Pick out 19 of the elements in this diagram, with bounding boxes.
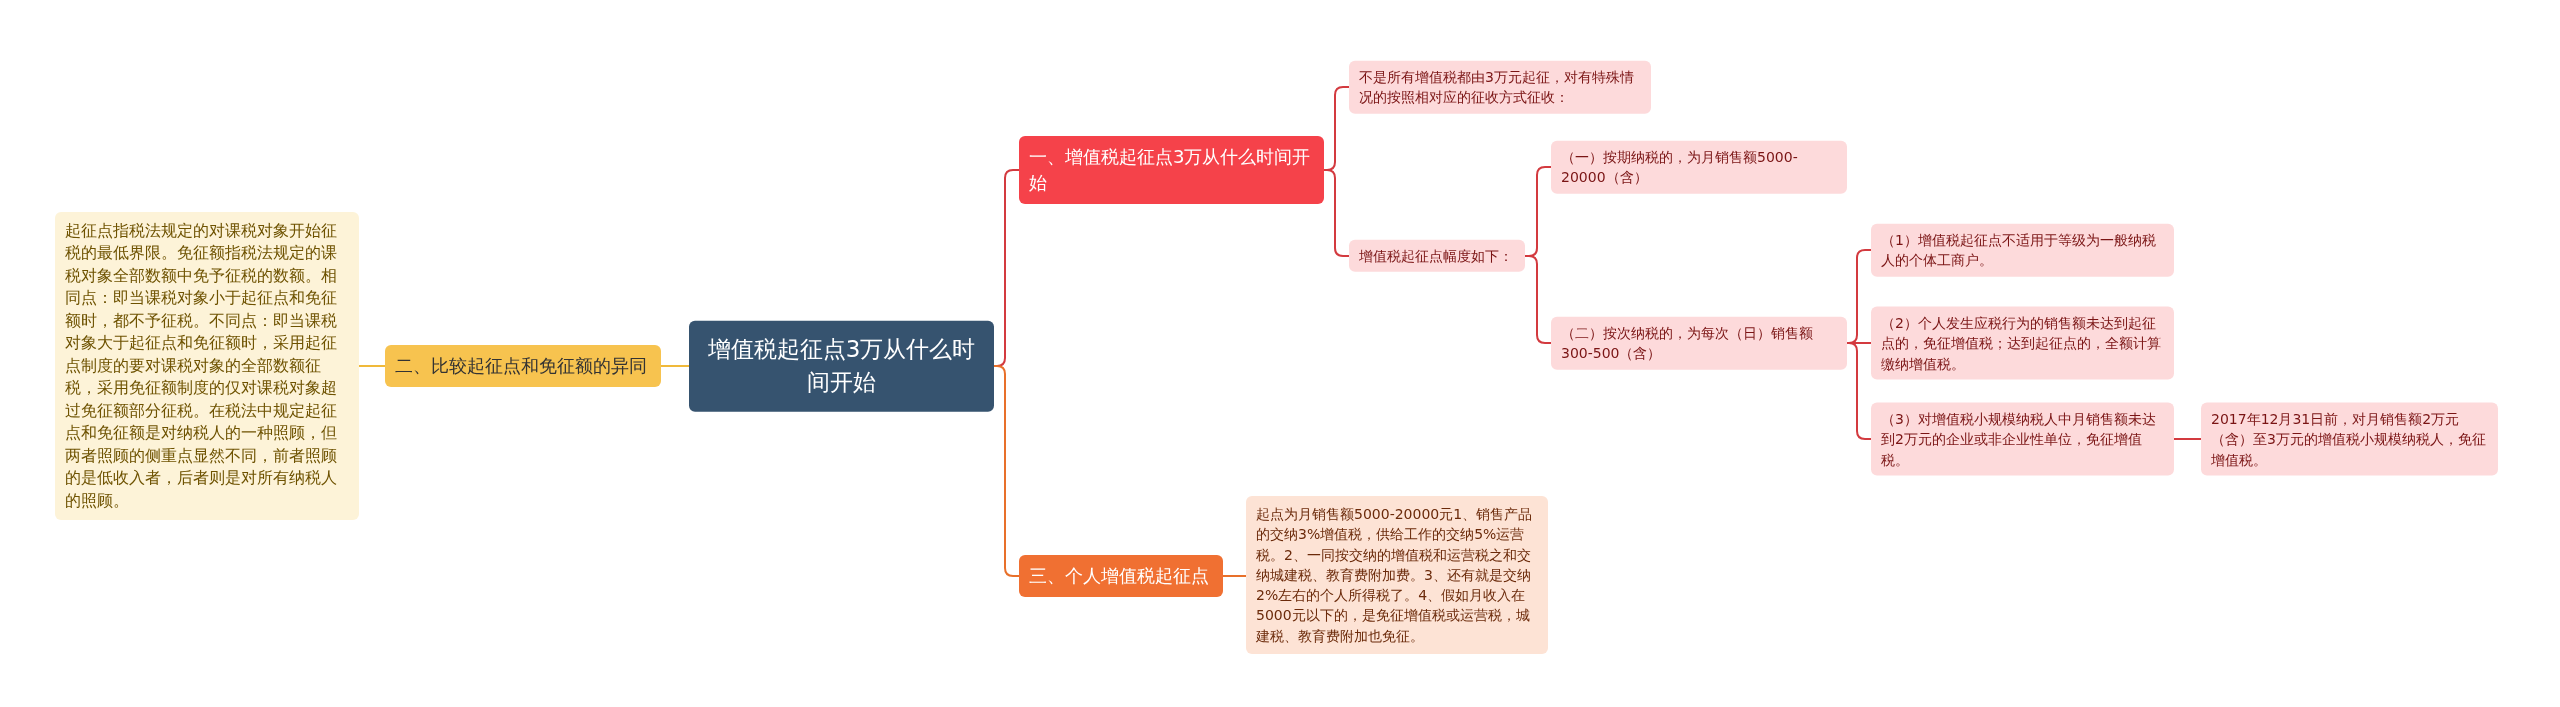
connector-line [1222,575,1247,577]
connector-line [2173,438,2202,440]
subtopic-box: （3）对增值税小规模纳税人中月销售额未达到2万元的企业或非企业性单位，免征增值税。 [1871,402,2174,476]
subtopic-box: 2017年12月31日前，对月销售额2万元（含）至3万元的增值税小规模纳税人，免征增值税。 [2201,402,2498,476]
connector-line [660,365,690,367]
connector-line [1846,342,1872,440]
subtopic-box: 不是所有增值税都由3万元起征，对有特殊情况的按照相对应的征收方式征收： [1349,60,1651,114]
subtopic-box: （2）个人发生应税行为的销售额未达到起征点的，免征增值税；达到起征点的，全额计算缴纳增值税。 [1871,306,2174,380]
connector-line [358,365,386,367]
branch-topic: 一、增值税起征点3万从什么时间开始 [1019,135,1324,205]
note-box: 起点为月销售额5000-20000元1、销售产品的交纳3%增值税，供给工作的交纳5%运营税。2、一同按交纳的增值税和运营税之和交纳城建税、教育费附加费。3、还有就是交纳2%左右的个人所得税了。4、假如月收入在5000元以下的，是免征增值税或运营税，城建税、教育费附加也免征。 [1246,495,1548,655]
subtopic-box: （1）增值税起征点不适用于等级为一般纳税人的个体工商户。 [1871,223,2174,277]
central-topic: 增值税起征点3万从什么时间开始 [689,320,994,412]
branch-topic: 二、比较起征点和免征额的异同 [385,344,661,388]
subtopic-box: （二）按次纳税的，为每次（日）销售额300-500（含） [1551,316,1847,370]
branch-topic: 三、个人增值税起征点 [1019,554,1223,598]
subtopic-box: （一）按期纳税的，为月销售额5000-20000（含） [1551,140,1847,194]
note-box: 起征点指税法规定的对课税对象开始征税的最低界限。免征额指税法规定的课税对象全部数额中免予征税的数额。相同点：即当课税对象小于起征点和免征额时，都不予征税。不同点：即当课税对象大于起征点和免征额时，采用起征点制度的要对课税对象的全部数额征税，采用免征额制度的仅对课税对象超过免征额部分征税。在税法中规定起征点和免征额是对纳税人的一种照顾，但两者照顾的侧重点显然不同，前者照顾的是低收入者，后者则是对所有纳税人的照顾。 [55,211,359,521]
subtopic-box: 增值税起征点幅度如下： [1349,239,1525,273]
